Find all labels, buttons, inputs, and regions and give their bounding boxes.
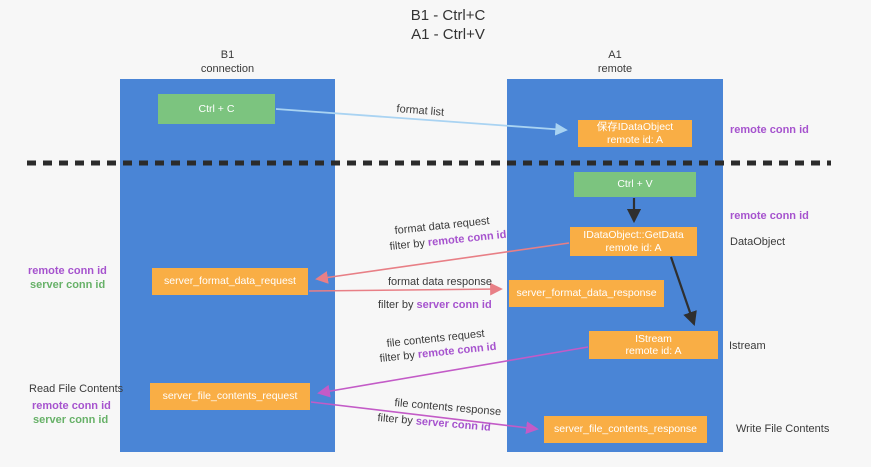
filter-prefix: filter by [379,348,419,365]
title-line-2: A1 - Ctrl+V [411,26,485,43]
left-server-conn-id-label-2: server conn id [33,414,109,426]
server-conn-id-value: server conn id [416,299,492,311]
istream-line1: IStream [635,332,672,345]
remote-conn-id-label-top: remote conn id [730,124,809,136]
right-column-name: A1 [608,49,622,61]
left-column-subtitle: connection [200,63,255,75]
server-format-data-response-node: server_format_data_response [509,280,664,307]
left-remote-conn-id-label-1: remote conn id [28,265,107,277]
server-file-contents-request-node: server_file_contents_request [150,383,310,410]
server-file-contents-response-node: server_file_contents_response [544,416,707,443]
filter-prefix: filter by [389,236,429,253]
server-file-contents-request-label: server_file_contents_request [162,390,298,403]
server-format-data-request-node: server_format_data_request [152,268,308,295]
istream-side-label: Istream [729,340,766,352]
ctrl-c-key-node: Ctrl + C [158,94,275,124]
ctrl-v-key-node: Ctrl + V [574,172,696,197]
page-title: B1 - Ctrl+C A1 - Ctrl+V [348,6,548,44]
ctrl-c-label: Ctrl + C [198,102,235,115]
istream-line2: remote id: A [625,345,682,357]
istream-node: IStream remote id: A [589,331,718,359]
save-dataobject-node: 保存IDataObject remote id: A [578,120,692,147]
format-data-response-arrow [308,282,503,296]
filter-prefix: filter by [376,412,417,428]
left-server-conn-id-label-1: server conn id [30,279,106,291]
getdata-line2: remote id: A [605,241,662,254]
right-column-header: A1 remote [507,48,723,76]
remote-conn-id-label-mid: remote conn id [730,210,809,222]
title-line-1: B1 - Ctrl+C [410,7,486,24]
filter-prefix: filter by [378,299,417,311]
read-file-contents-label: Read File Contents [29,383,124,395]
left-column-name: B1 [220,49,235,61]
getdata-line1: IDataObject::GetData [583,229,684,241]
server-format-data-response-label: server_format_data_response [516,287,657,300]
format-data-response-label: format data response [388,276,492,288]
ctrl-v-label: Ctrl + V [617,178,653,191]
save-dataobject-line1: 保存IDataObject [596,121,674,133]
format-list-arrow-label: format list [396,103,445,119]
left-remote-conn-id-label-2: remote conn id [32,400,111,412]
getdata-node: IDataObject::GetData remote id: A [570,227,697,256]
write-file-contents-label: Write File Contents [736,423,830,435]
filter-by-server-conn-id-label-1: filter by server conn id [378,299,492,312]
server-format-data-request-label: server_format_data_request [164,275,296,288]
left-column-header: B1 connection [120,48,335,76]
server-conn-id-value: server conn id [415,415,492,434]
server-file-contents-response-label: server_file_contents_response [553,423,697,436]
save-dataobject-line2: remote id: A [606,133,664,146]
dataobject-label: DataObject [730,236,786,248]
right-column-subtitle: remote [597,63,633,75]
